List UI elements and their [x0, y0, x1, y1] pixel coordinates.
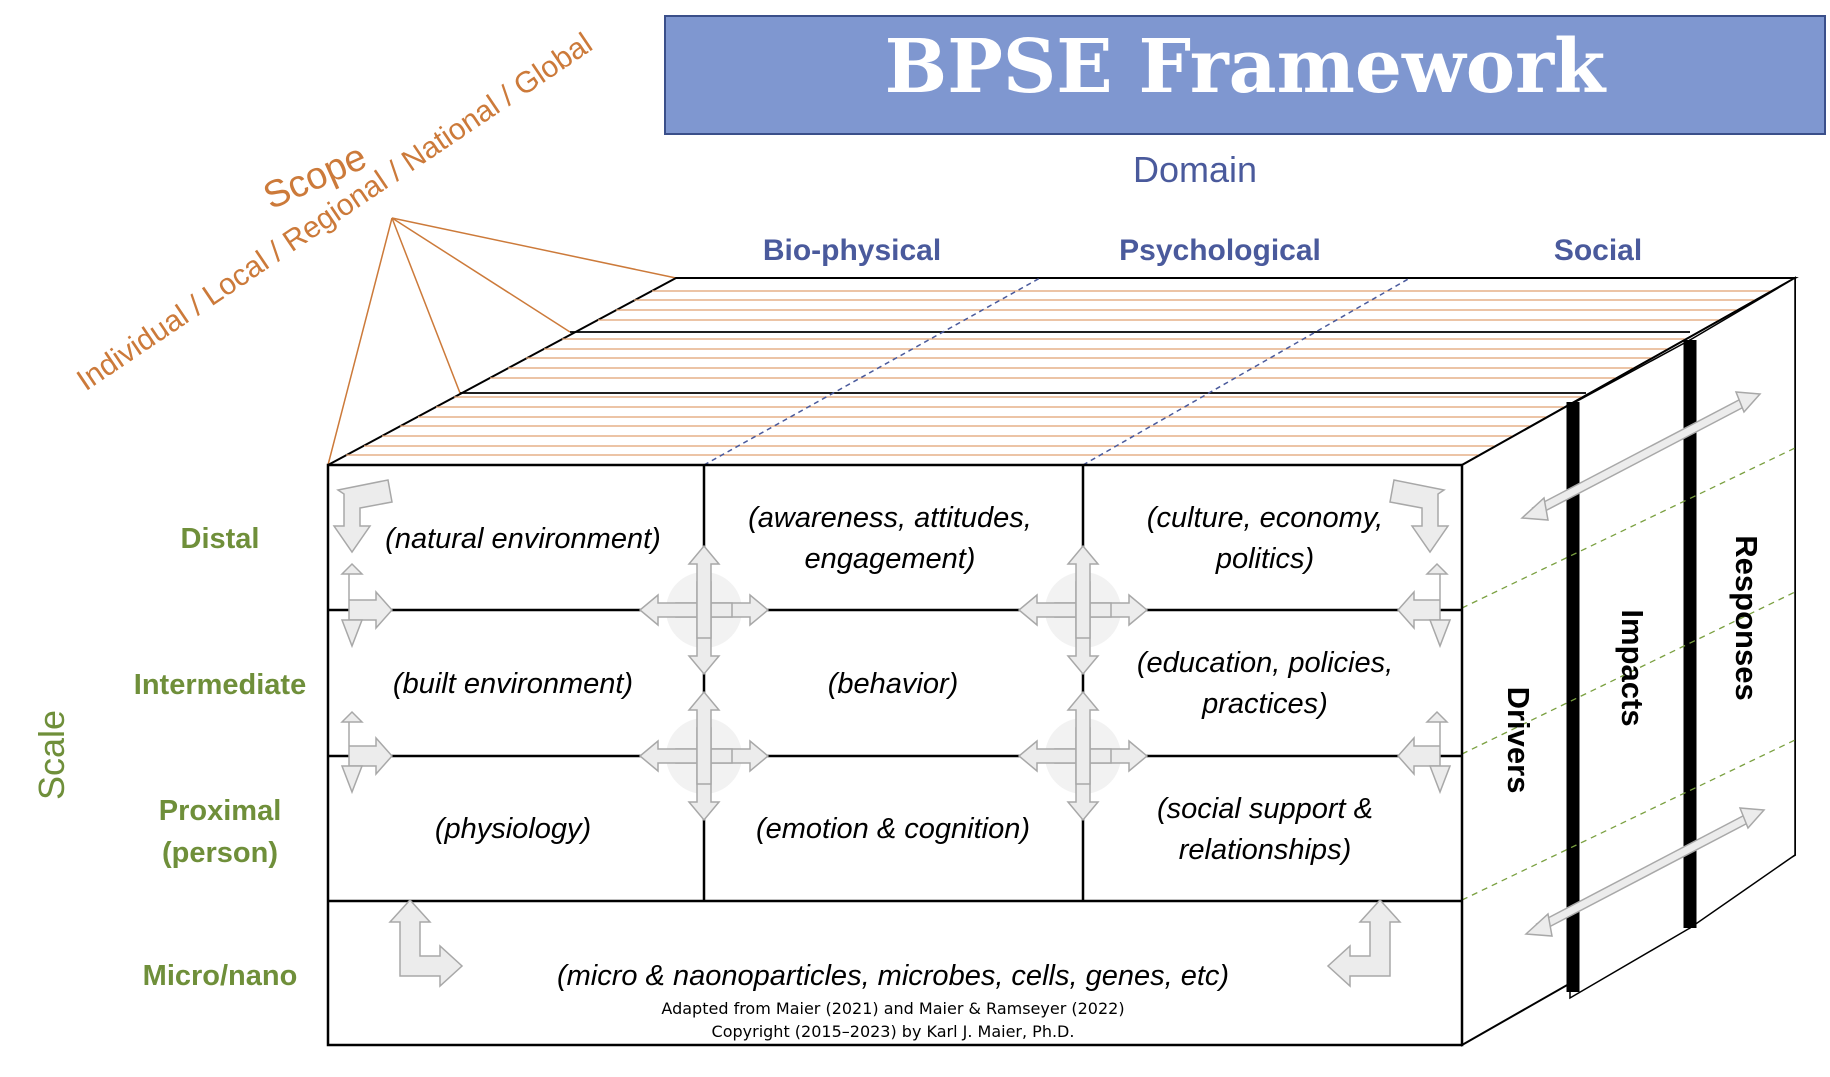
cell-education-line2: practices)	[1201, 688, 1328, 720]
scope-levels: Individual / Local / Regional / National…	[71, 27, 598, 398]
cell-physiology: (physiology)	[435, 813, 591, 845]
edge-arrows-right	[1396, 562, 1452, 795]
face-label-responses: Responses	[1729, 535, 1764, 700]
cell-education-line1: (education, policies,	[1137, 647, 1393, 679]
cell-natural-environment: (natural environment)	[385, 523, 661, 555]
title-box	[664, 15, 1826, 135]
column-label-social: Social	[1554, 234, 1642, 267]
cell-built-environment: (built environment)	[393, 668, 633, 700]
row-label-micro-nano: Micro/nano	[143, 960, 298, 992]
side-row-dashes	[1461, 447, 1796, 901]
cell-awareness-line2: engagement)	[805, 543, 976, 575]
row-label-intermediate: Intermediate	[134, 669, 306, 701]
cell-behavior: (behavior)	[828, 668, 959, 700]
credit-copyright: Copyright (2015–2023) by Karl J. Maier, …	[712, 1022, 1075, 1041]
side-double-arrow-lower	[1524, 807, 1766, 937]
corner-arrow-icon	[1326, 898, 1402, 988]
cell-culture-line2: politics)	[1215, 543, 1314, 575]
cell-emotion-cognition: (emotion & cognition)	[756, 813, 1030, 845]
page-title: BPSE Framework	[885, 24, 1607, 110]
face-label-impacts: Impacts	[1615, 609, 1650, 726]
face-label-drivers: Drivers	[1501, 687, 1536, 794]
column-label-psychological: Psychological	[1119, 234, 1321, 267]
corner-arrow-icon	[388, 898, 464, 988]
top-face-column-dividers	[703, 277, 1411, 466]
top-face-dividers	[460, 331, 1690, 394]
scope-fan-lines	[327, 217, 677, 466]
row-label-person: (person)	[162, 837, 278, 869]
cell-awareness-line1: (awareness, attitudes,	[748, 502, 1032, 534]
side-double-arrow-upper	[1520, 391, 1762, 521]
cell-micro-nano: (micro & naonoparticles, microbes, cells…	[557, 960, 1229, 992]
corner-arrow-icon	[332, 479, 393, 554]
scale-label: Scale	[31, 710, 72, 800]
top-face-stripes	[346, 290, 1783, 456]
domain-label: Domain	[1133, 149, 1257, 190]
corner-arrow-icon	[1389, 479, 1450, 554]
cell-social-support-line1: (social support &	[1157, 793, 1373, 825]
credit-adapted: Adapted from Maier (2021) and Maier & Ra…	[661, 999, 1124, 1018]
column-label-bio-physical: Bio-physical	[763, 234, 941, 267]
cell-social-support-line2: relationships)	[1179, 834, 1351, 866]
front-grid-lines	[328, 465, 1462, 903]
row-label-distal: Distal	[181, 523, 260, 555]
row-label-proximal: Proximal	[159, 795, 282, 827]
cell-culture-line1: (culture, economy,	[1147, 502, 1383, 534]
edge-arrows-left	[340, 562, 394, 795]
